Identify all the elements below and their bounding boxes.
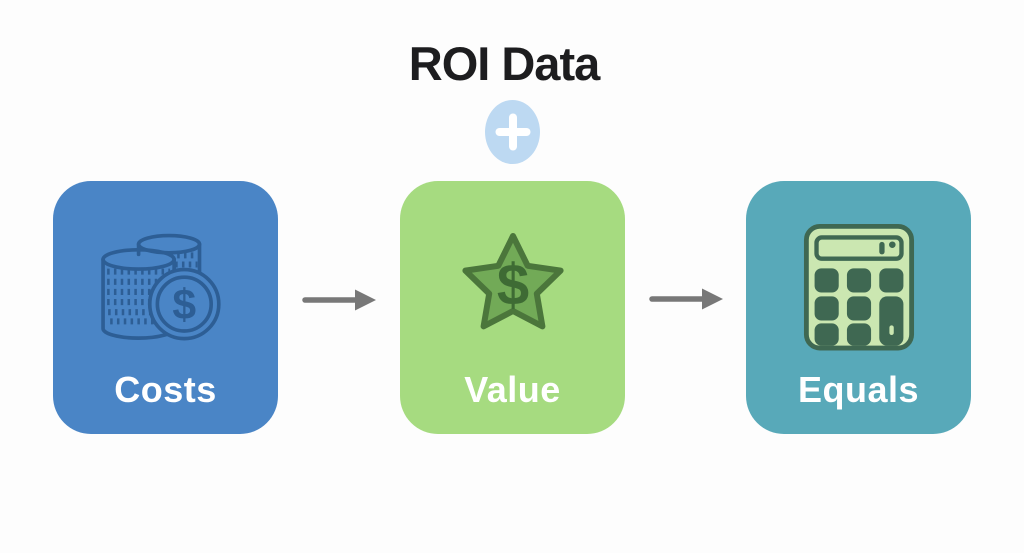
card-costs: $ Costs <box>53 181 278 434</box>
plus-icon <box>485 100 540 164</box>
calculator-buttons <box>814 241 903 346</box>
card-value-label: Value <box>464 369 561 410</box>
dollar-sign-text: $ <box>496 253 528 318</box>
card-equals: Equals <box>746 181 971 434</box>
page-title: ROI Data <box>408 37 601 90</box>
star-dollar-icon: $ <box>461 233 564 330</box>
card-value: $ Value <box>400 181 625 434</box>
coin-inner-circle <box>155 275 213 333</box>
calculator-icon <box>803 223 914 351</box>
right-arrow-icon <box>649 288 723 310</box>
right-arrow-icon <box>302 289 376 311</box>
coins-dollar-icon: $ <box>100 233 221 341</box>
card-equals-label: Equals <box>797 369 920 410</box>
calculator-display <box>813 235 904 261</box>
calculator-tall-button-mark <box>888 325 894 335</box>
plus-glyph-vertical-bar <box>508 113 517 151</box>
card-costs-label: Costs <box>114 369 217 410</box>
coin-outer-circle <box>147 267 221 341</box>
dollar-sign-text: $ <box>172 281 196 329</box>
